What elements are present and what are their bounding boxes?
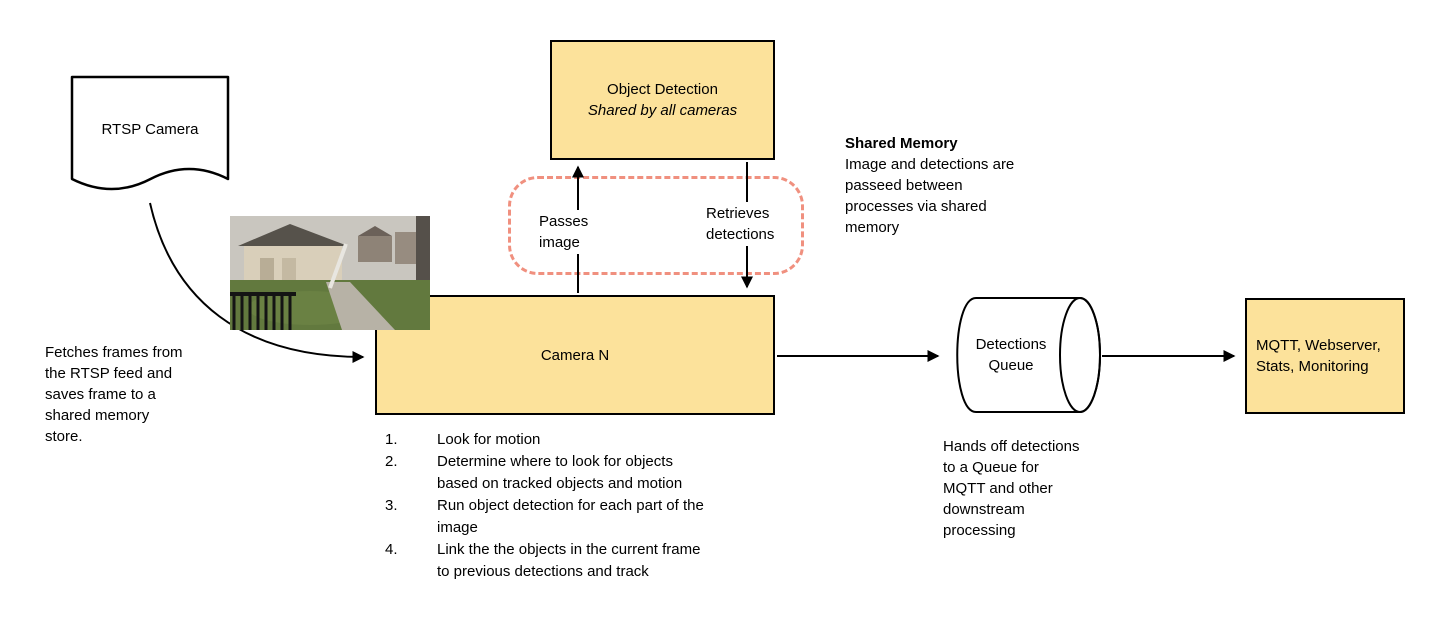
step-item: 2. Determine where to look for objects b… xyxy=(385,451,704,495)
camera-steps-list: 1. Look for motion 2. Determine where to… xyxy=(385,429,704,583)
object-detection-subtitle: Shared by all cameras xyxy=(587,102,738,119)
detections-queue-label: Detections Queue xyxy=(975,336,1047,374)
step-number: 2. xyxy=(385,453,398,470)
snapshot-graphic xyxy=(230,216,430,330)
queue-note: Hands off detections to a Queue for MQTT… xyxy=(943,438,1080,539)
fetch-frames-note: Fetches frames from the RTSP feed and sa… xyxy=(45,344,183,445)
step-text: Determine where to look for objects base… xyxy=(437,453,683,492)
passes-image-label: Passes image xyxy=(536,210,592,254)
step-text: Link the the objects in the current fram… xyxy=(437,541,701,580)
camera-n-node: Camera N xyxy=(375,295,775,415)
camera-n-label: Camera N xyxy=(540,346,610,364)
mqtt-node: MQTT, Webserver, Stats, Monitoring xyxy=(1245,298,1405,414)
shared-memory-note: Shared Memory Image and detections are p… xyxy=(845,133,1070,238)
shared-memory-body: Image and detections are passeed between… xyxy=(845,156,1015,236)
rtsp-camera-label: RTSP Camera xyxy=(101,121,199,138)
camera-snapshot-image xyxy=(230,216,430,330)
retrieves-detections-label: Retrieves detections xyxy=(703,202,778,246)
rtsp-camera-node: RTSP Camera xyxy=(70,75,230,207)
object-detection-node: Object Detection Shared by all cameras xyxy=(550,40,775,160)
mqtt-label: MQTT, Webserver, Stats, Monitoring xyxy=(1256,337,1381,375)
step-text: Look for motion xyxy=(437,431,541,448)
object-detection-title: Object Detection xyxy=(607,81,718,98)
shared-memory-region-outline xyxy=(508,176,804,275)
step-number: 3. xyxy=(385,497,398,514)
document-shape-icon xyxy=(70,75,230,191)
shared-memory-title: Shared Memory xyxy=(845,135,958,152)
step-number: 1. xyxy=(385,431,398,448)
step-item: 1. Look for motion xyxy=(385,429,704,451)
step-item: 4. Link the the objects in the current f… xyxy=(385,539,704,583)
step-item: 3. Run object detection for each part of… xyxy=(385,495,704,539)
cylinder-queue-icon xyxy=(956,297,1101,413)
step-number: 4. xyxy=(385,541,398,558)
detections-queue-node: Detections Queue xyxy=(948,296,1108,414)
step-text: Run object detection for each part of th… xyxy=(437,497,704,536)
